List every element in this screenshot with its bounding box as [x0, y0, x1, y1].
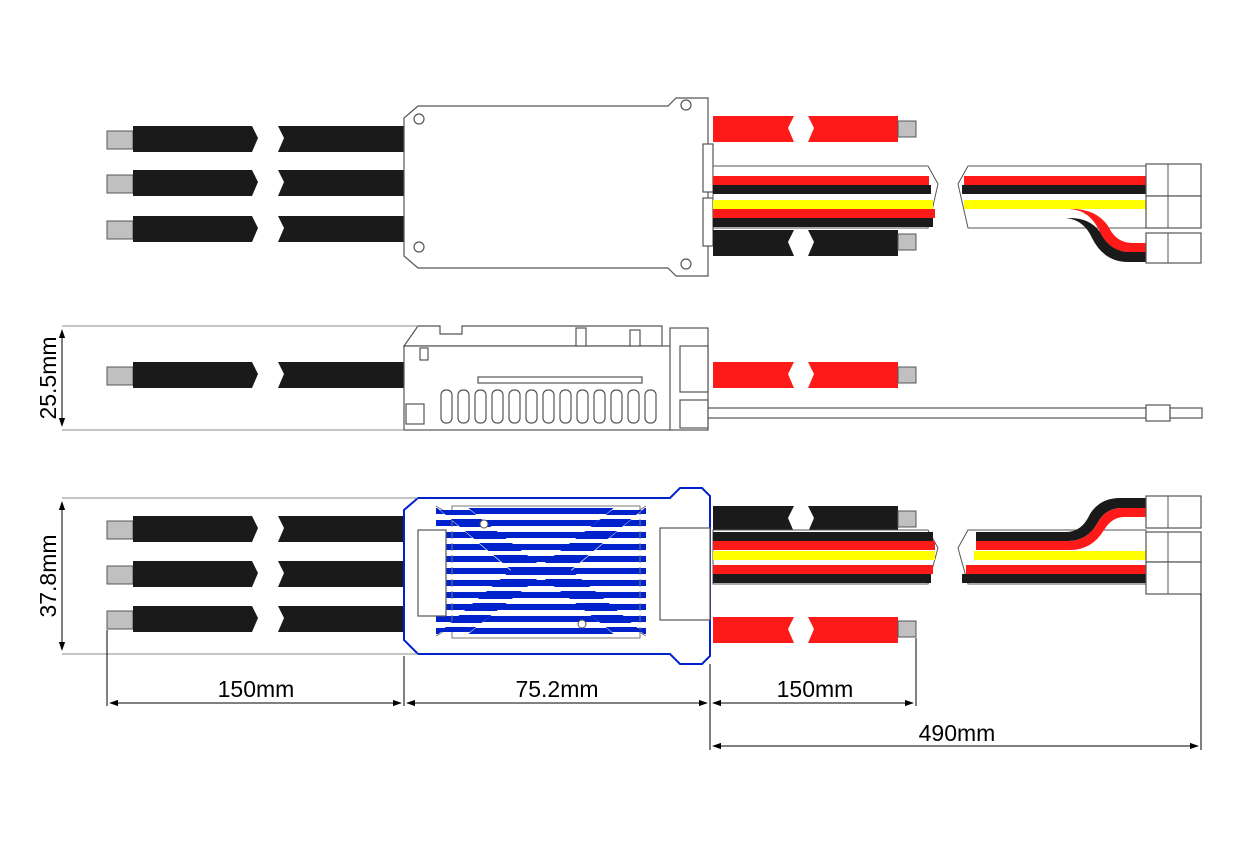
- motor-wire-c-bottom: [106, 606, 404, 632]
- side-height-label: 25.5mm: [35, 336, 61, 419]
- heatsink-fins: [436, 508, 646, 634]
- heatsink-overlay-lines: [436, 515, 646, 627]
- motor-wires-top: [106, 126, 404, 242]
- motor-wire-length-label: 150mm: [218, 676, 295, 702]
- side-label-panel: [417, 529, 447, 617]
- dimension-lines: [58, 325, 1202, 750]
- motor-wire-a: [106, 126, 404, 152]
- motor-wire-a-bottom: [106, 516, 404, 542]
- signal-cable-bottom: [712, 495, 1202, 595]
- motor-wire-b: [106, 170, 404, 196]
- motor-wire-side: [106, 362, 404, 388]
- esc-heatsink-bottom: [403, 487, 711, 665]
- battery-wire-length-label: 150mm: [777, 676, 854, 702]
- battery-positive-bottom: [713, 617, 917, 643]
- dimension-labels: 25.5mm 37.8mm 150mm 75.2mm 150mm 490mm: [35, 336, 995, 746]
- signal-cable-top: [712, 163, 1202, 264]
- motor-wire-b-bottom: [106, 561, 404, 587]
- esc-body-top: [403, 97, 714, 277]
- signal-wire-length-label: 490mm: [919, 720, 996, 746]
- motor-wires-bottom: [106, 516, 404, 632]
- bottom-height-label: 37.8mm: [35, 534, 61, 617]
- side-vent-slots: [440, 389, 657, 424]
- motor-wire-c: [106, 216, 404, 242]
- battery-negative-bottom: [713, 506, 917, 532]
- bottom-view: [106, 487, 1202, 665]
- esc-body-side: [402, 325, 709, 431]
- connector-panel: [659, 527, 711, 621]
- top-view: [106, 97, 1202, 277]
- body-length-label: 75.2mm: [515, 676, 598, 702]
- battery-negative-top: [713, 230, 917, 256]
- battery-wire-side: [713, 362, 917, 388]
- signal-cable-side: [707, 404, 1203, 422]
- battery-positive-top: [713, 116, 917, 142]
- side-view: [106, 325, 1203, 431]
